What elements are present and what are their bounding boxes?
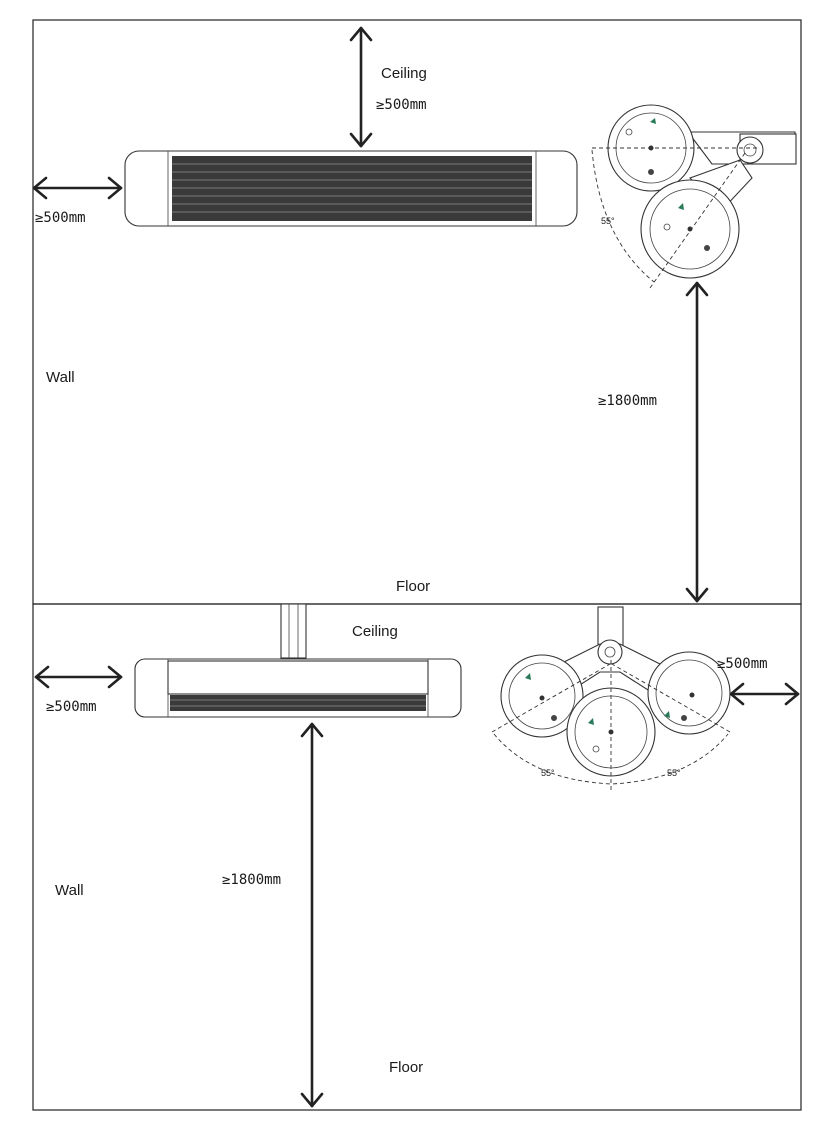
tilt-angle-label: 55° [601,216,615,226]
tilt-angle-label-left: 55° [541,768,555,778]
tilt-angle-label-right: 55° [667,768,681,778]
side-clearance-label-right: ≥500mm [717,656,768,672]
wall-label-bottom: Wall [55,882,84,899]
tilt-angle-guides [591,147,760,289]
ceiling-clearance-label: ≥500mm [376,97,427,113]
floor-clearance-label-bottom: ≥1800mm [222,872,281,888]
ceiling-mount-panel-frame [32,603,802,1111]
ceiling-label: Ceiling [381,65,427,82]
floor-clearance-label: ≥1800mm [598,393,657,409]
side-clearance-arrow [32,176,123,200]
side-clearance-label: ≥500mm [35,210,86,226]
floor-label-bottom: Floor [389,1059,423,1076]
floor-clearance-arrow-bottom [300,722,324,1108]
heater-ceiling-front-view [134,658,462,718]
side-clearance-label-left: ≥500mm [46,699,97,715]
ceiling-tilt-angle-guides [491,660,731,790]
side-clearance-arrow-right [729,682,800,706]
ceiling-clearance-arrow [349,26,373,148]
floor-label: Floor [396,578,430,595]
ceiling-label-bottom: Ceiling [352,623,398,640]
ceiling-mount-bracket [280,603,307,659]
heater-front-view [124,150,578,227]
floor-clearance-arrow [685,281,709,603]
heater-ceiling-side-view [500,606,731,777]
wall-label: Wall [46,369,75,386]
heater-side-view-tilted [607,104,797,279]
side-clearance-arrow-left [34,665,123,689]
